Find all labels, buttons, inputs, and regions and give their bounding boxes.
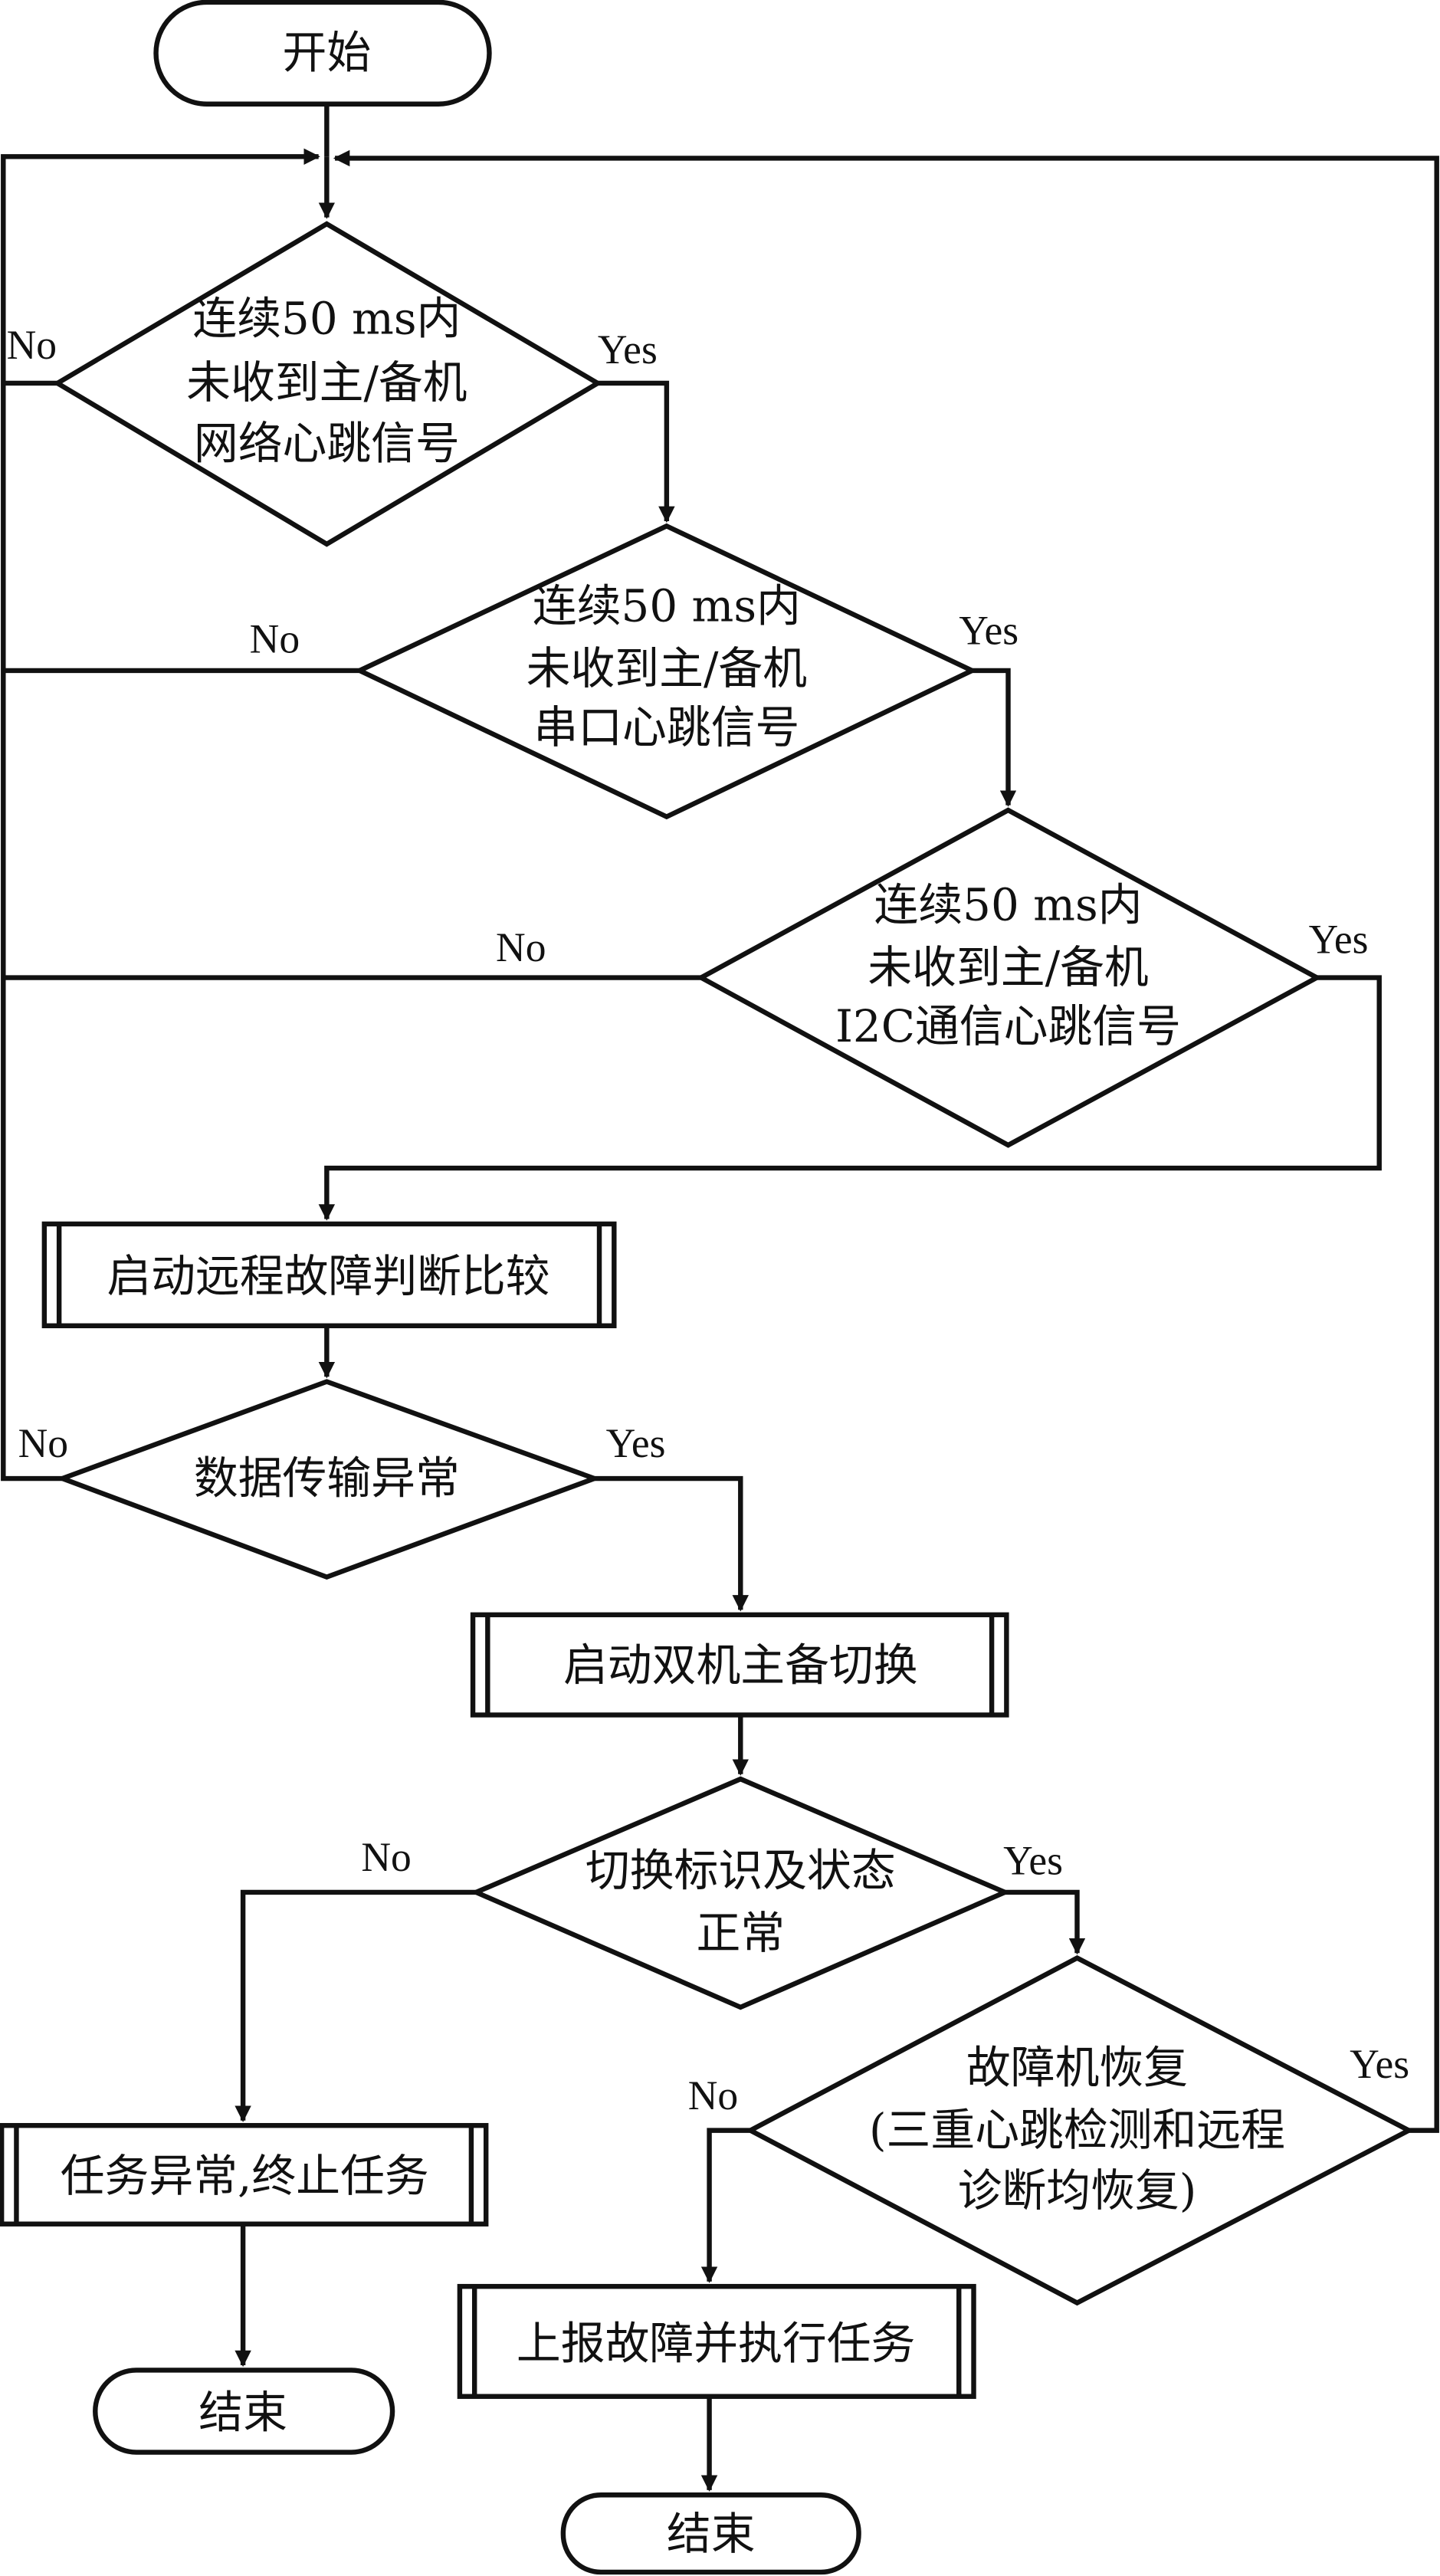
d4-no-label: No	[18, 1420, 68, 1466]
d2-line2: 未收到主/备机	[526, 642, 807, 694]
d1-line1: 连续50 ms内	[192, 293, 461, 345]
p2-label: 启动双机主备切换	[563, 1639, 918, 1692]
d2-no-label: No	[250, 615, 300, 661]
edge-d5-no	[235, 1889, 477, 2122]
end-terminal-left: 结束	[93, 2368, 395, 2455]
d3-yes-label: Yes	[1309, 916, 1369, 962]
d1-yes-label: Yes	[598, 327, 658, 372]
d5-no-label: No	[361, 1834, 411, 1880]
d6-line2: (三重心跳检测和远程	[869, 2104, 1285, 2156]
p3-label: 任务异常,终止任务	[61, 2150, 429, 2202]
d3-line3: I2C通信心跳信号	[835, 1000, 1181, 1052]
d2-line1: 连续50 ms内	[533, 580, 801, 632]
decision-i2c-heartbeat: 连续50 ms内 未收到主/备机 I2C通信心跳信号	[696, 807, 1323, 1148]
edge-d1-yes	[597, 380, 675, 523]
d2-line3: 串口心跳信号	[533, 701, 799, 753]
d5-yes-label: Yes	[1003, 1837, 1063, 1883]
p1-label: 启动远程故障判断比较	[107, 1250, 549, 1302]
edge-d6-no	[700, 2128, 751, 2283]
d3-no-label: No	[496, 924, 546, 970]
d6-no-label: No	[688, 2072, 738, 2118]
end2-label: 结束	[667, 2508, 756, 2560]
edge-d5-yes	[1005, 1889, 1086, 1955]
edge-no-loop-left	[1, 148, 320, 1482]
d5-line1: 切换标识及状态	[586, 1844, 896, 1896]
edge-d6-yes-loop	[333, 149, 1439, 2133]
d3-line2: 未收到主/备机	[868, 941, 1148, 993]
d6-line3: 诊断均恢复)	[958, 2164, 1197, 2217]
d4-yes-label: Yes	[606, 1420, 666, 1466]
start-terminal: 开始	[153, 0, 492, 107]
process-remote-fault-compare: 启动远程故障判断比较	[41, 1221, 617, 1328]
edge-d4-yes	[594, 1475, 749, 1612]
process-report-fault-continue: 上报故障并执行任务	[457, 2283, 976, 2399]
decision-faulty-unit-recovered: 故障机恢复 (三重心跳检测和远程 诊断均恢复)	[745, 1955, 1415, 2306]
process-task-abort: 任务异常,终止任务	[0, 2122, 489, 2227]
decision-data-transfer-abnormal: 数据传输异常	[55, 1379, 602, 1580]
d4-label: 数据传输异常	[194, 1452, 460, 1504]
p4-label: 上报故障并执行任务	[517, 2317, 915, 2369]
connectors	[1, 103, 1439, 2492]
decision-network-heartbeat: 连续50 ms内 未收到主/备机 网络心跳信号	[52, 221, 603, 547]
d1-no-label: No	[7, 322, 57, 368]
d1-line3: 网络心跳信号	[194, 418, 460, 470]
d5-line2: 正常	[696, 1907, 785, 1959]
process-dual-switchover: 启动双机主备切换	[470, 1612, 1009, 1718]
d3-line1: 连续50 ms内	[874, 879, 1143, 931]
edge-d2-yes	[972, 668, 1017, 807]
decision-switch-status-normal: 切换标识及状态 正常	[470, 1776, 1012, 2010]
d1-line2: 未收到主/备机	[186, 356, 467, 409]
d6-yes-label: Yes	[1350, 2041, 1409, 2087]
edge-d3-yes	[318, 975, 1382, 1221]
start-label: 开始	[283, 27, 372, 79]
d2-yes-label: Yes	[959, 608, 1018, 654]
d6-line1: 故障机恢复	[966, 2041, 1188, 2093]
decision-serial-heartbeat: 连续50 ms内 未收到主/备机 串口心跳信号	[353, 523, 978, 820]
edge-labels: No Yes No Yes No Yes No Yes No Yes No Ye…	[7, 322, 1410, 2118]
end1-label: 结束	[198, 2386, 287, 2438]
end-terminal-right: 结束	[560, 2492, 861, 2575]
